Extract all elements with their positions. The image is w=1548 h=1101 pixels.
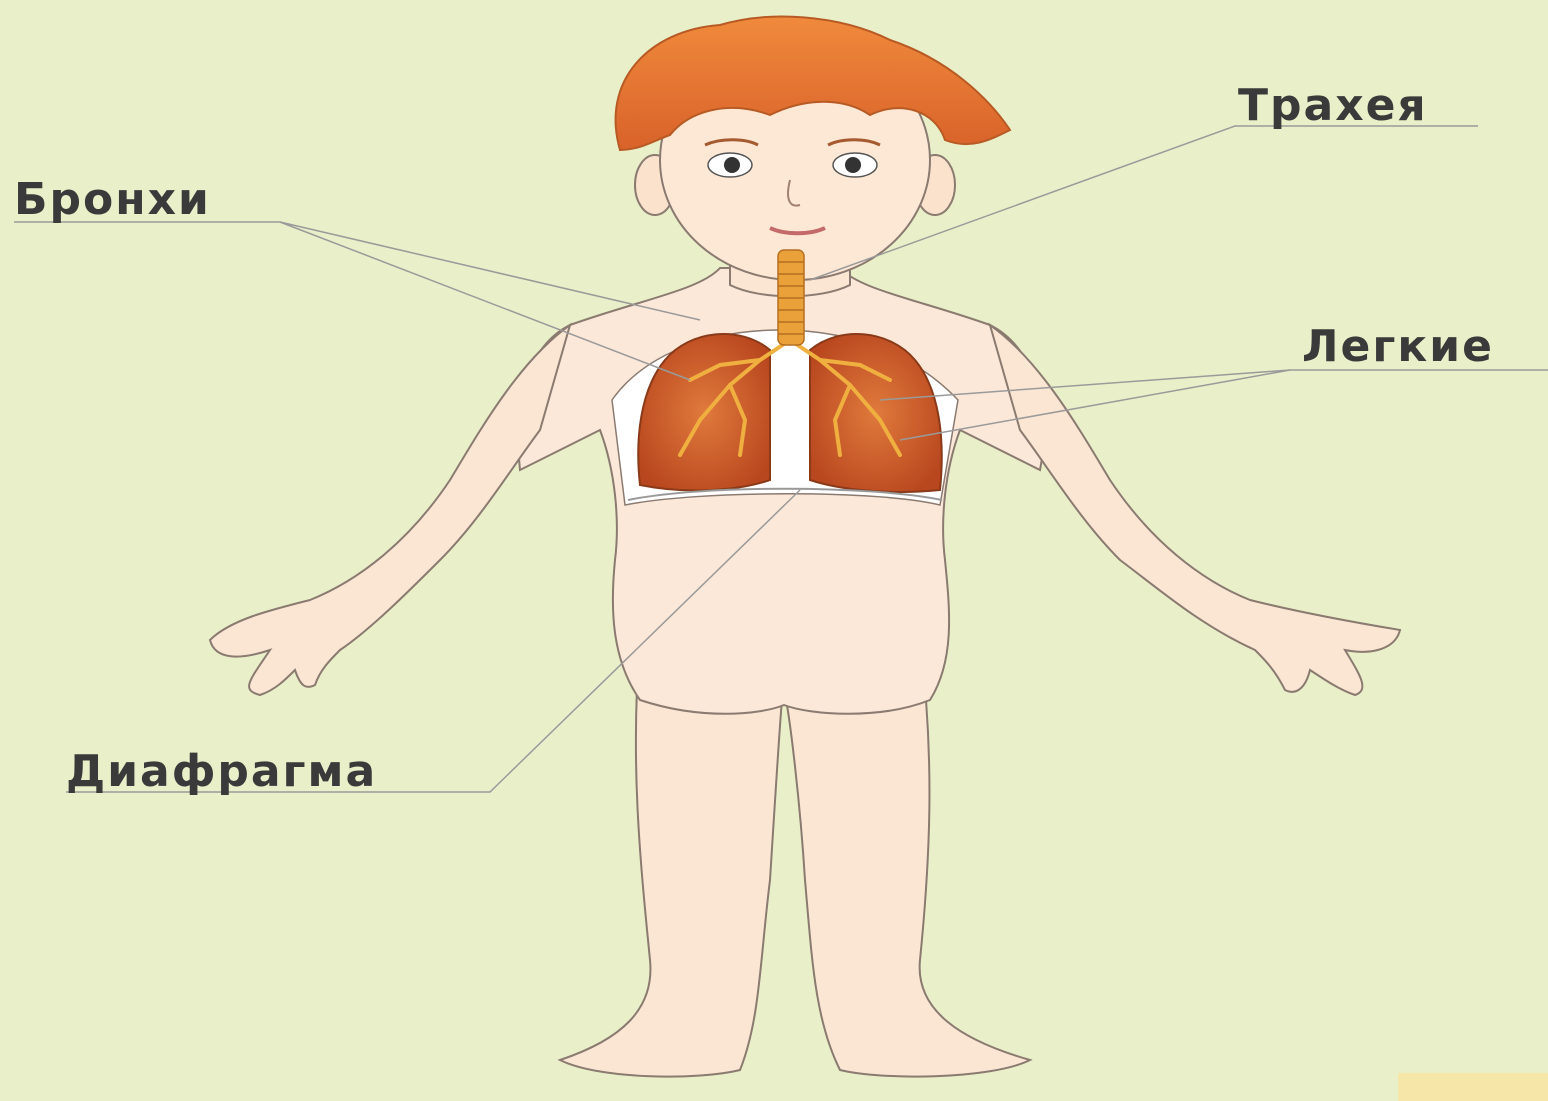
right-arm bbox=[990, 325, 1400, 695]
left-arm bbox=[210, 325, 570, 695]
head bbox=[616, 17, 1010, 280]
trachea bbox=[778, 250, 804, 345]
label-lungs: Легкие bbox=[1302, 325, 1494, 369]
bronchi-leader-2 bbox=[280, 222, 690, 380]
label-diaphragm: Диафрагма bbox=[66, 750, 377, 794]
label-bronchi: Бронхи bbox=[14, 178, 211, 222]
label-trachea: Трахея bbox=[1238, 84, 1428, 128]
corner-tag bbox=[1398, 1073, 1548, 1101]
bronchi-leader-1 bbox=[14, 222, 700, 320]
